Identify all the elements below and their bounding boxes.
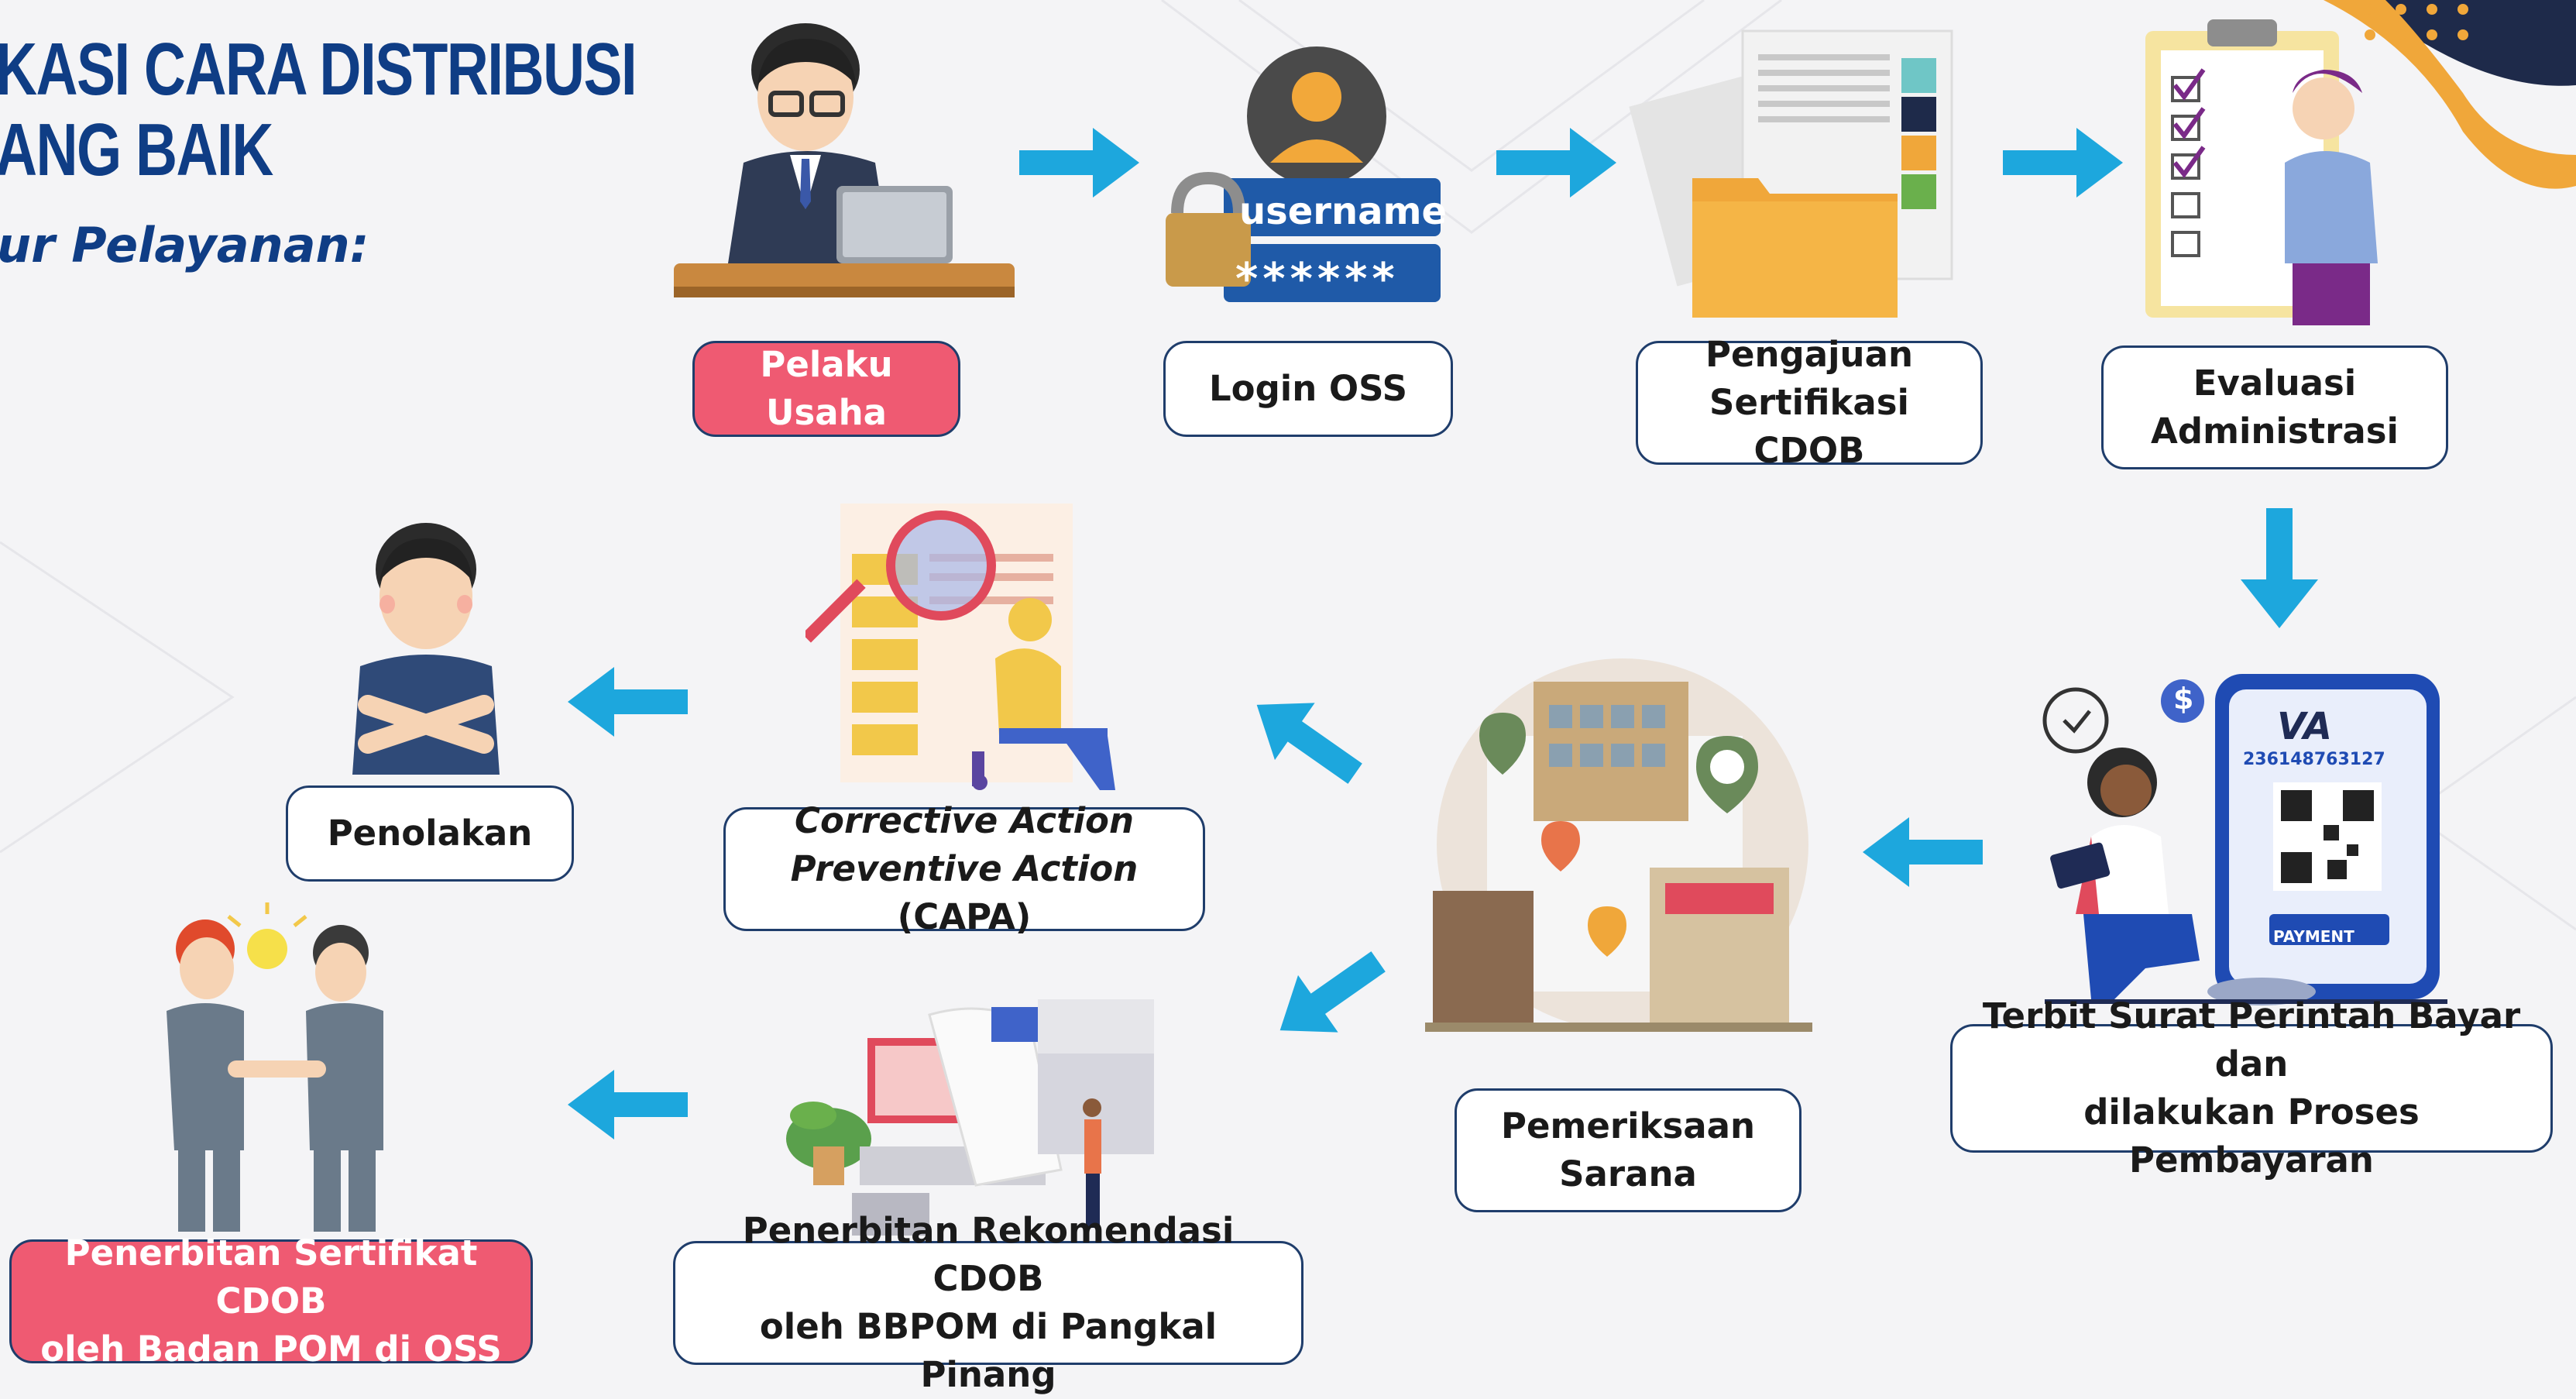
arrow-down-icon: [2241, 508, 2318, 628]
step-capa: Corrective Action Preventive Action (CAP…: [723, 800, 1205, 937]
step-capa-line2-italic: Preventive Action: [790, 848, 1139, 889]
step-rekomendasi-line1: Penerbitan Rekomendasi CDOB: [742, 1210, 1235, 1299]
step-pemeriksaan-line1: Pemeriksaan: [1500, 1105, 1755, 1146]
step-sertifikat-line2: oleh Badan POM di OSS: [40, 1329, 502, 1370]
step-sertifikat: Penerbitan Sertifikat CDOB oleh Badan PO…: [9, 1232, 533, 1370]
step-rekomendasi-line2: oleh BBPOM di Pangkal Pinang: [759, 1306, 1218, 1395]
step-evaluasi-line1: Evaluasi: [2193, 363, 2357, 404]
city-map-icon: [1425, 658, 1812, 1032]
step-pemeriksaan: Pemeriksaan Sarana: [1455, 1088, 1801, 1212]
step-terbit: Terbit Surat Perintah Bayar dan dilakuka…: [1950, 995, 2553, 1181]
arrow-right-icon: [1019, 128, 1139, 198]
clipboard-checklist-icon: [2145, 19, 2378, 325]
arrow-left-icon: [568, 1070, 688, 1139]
arrow-left-icon: [1863, 817, 1983, 887]
handshake-icon: [167, 902, 383, 1232]
step-capa-line1: Corrective Action: [795, 800, 1134, 841]
arrow-left-icon: [568, 667, 688, 737]
payment-dollar-sign: $: [2173, 682, 2194, 716]
title-line-2: ANG BAIK: [0, 108, 273, 191]
step-capa-line2: Preventive Action (CAPA): [740, 845, 1189, 941]
arrow-right-icon: [2003, 128, 2123, 198]
step-evaluasi-line2: Administrasi: [2151, 411, 2399, 452]
arrow-down-left-icon: [1279, 951, 1386, 1033]
step-penolakan-label: Penolakan: [327, 813, 533, 854]
printer-documents-icon: [786, 999, 1154, 1236]
step-pelaku-usaha-label: Pelaku Usaha: [760, 344, 893, 433]
mobile-payment-icon: [2042, 674, 2447, 1005]
step-pelaku-usaha: Pelaku Usaha: [692, 341, 960, 437]
step-capa-line2-rest: (CAPA): [897, 896, 1032, 937]
step-penolakan: Penolakan: [286, 785, 574, 882]
arrow-right-icon: [1496, 128, 1616, 198]
title-line-1: KASI CARA DISTRIBUSI: [0, 28, 637, 111]
step-rekomendasi: Penerbitan Rekomendasi CDOB oleh BBPOM d…: [673, 1210, 1303, 1395]
step-pengajuan-line1: Pengajuan: [1705, 334, 1913, 375]
payment-va-label: VA: [2277, 705, 2333, 748]
step-evaluasi: Evaluasi Administrasi: [2101, 345, 2448, 469]
step-terbit-line2: dilakukan Proses Pembayaran: [2083, 1091, 2420, 1181]
login-username-text: username: [1239, 190, 1448, 233]
step-pengajuan: Pengajuan Sertifikasi CDOB: [1636, 334, 1983, 471]
step-terbit-line1: Terbit Surat Perintah Bayar dan: [1982, 995, 2521, 1084]
page-title: KASI CARA DISTRIBUSI ANG BAIK: [0, 28, 637, 191]
login-password-mask: ******: [1235, 254, 1400, 304]
payment-button-text: PAYMENT: [2273, 927, 2354, 946]
arrow-up-left-icon: [1256, 703, 1362, 784]
step-sertifikat-line1: Penerbitan Sertifikat CDOB: [64, 1232, 478, 1322]
step-login-oss: Login OSS: [1163, 341, 1453, 437]
user-login-icon: [1166, 46, 1441, 302]
payment-va-number: 236148763127: [2243, 750, 2385, 769]
folder-documents-icon: [1629, 29, 1953, 318]
step-login-oss-label: Login OSS: [1209, 368, 1407, 409]
rejected-person-icon: [352, 523, 500, 775]
magnifier-analysis-icon: [805, 504, 1115, 790]
page-subtitle: ur Pelayanan:: [0, 217, 369, 273]
businessman-laptop-icon: [674, 23, 1015, 297]
step-pengajuan-line2: Sertifikasi CDOB: [1709, 382, 1909, 471]
step-pemeriksaan-line2: Sarana: [1559, 1153, 1697, 1194]
